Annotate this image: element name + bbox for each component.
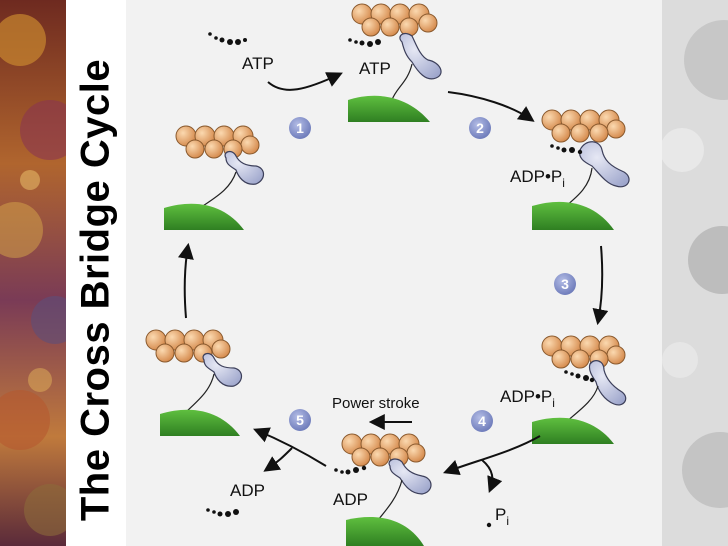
gear-pattern-right	[662, 0, 728, 546]
arrow-pi-release	[481, 459, 503, 493]
svg-text:5: 5	[296, 412, 304, 428]
slide-title: The Cross Bridge Cycle	[73, 58, 118, 522]
atp-molecule-free	[208, 32, 247, 45]
actin-filament	[175, 125, 260, 159]
atp-molecule-bound	[348, 38, 381, 47]
title-strip	[66, 0, 126, 546]
adp-pi-molecule	[550, 144, 583, 155]
myosin-head	[224, 150, 265, 185]
unit-adp-bound	[334, 433, 432, 546]
actin-filament	[351, 3, 438, 37]
label-power-stroke: Power stroke	[332, 395, 420, 412]
arrow-return	[178, 242, 194, 319]
label-adp-pi-cocked: ADP•Pi	[510, 167, 565, 190]
svg-text:3: 3	[561, 276, 569, 292]
arrow-step-5	[253, 427, 327, 467]
label-adp-bound: ADP	[333, 490, 368, 509]
label-adp-pi-attached: ADP•Pi	[500, 387, 555, 410]
left-decorative-background	[0, 0, 74, 546]
unit-adp-pi-attached	[532, 335, 627, 444]
thick-filament	[164, 203, 244, 230]
myosin-neck	[565, 385, 599, 423]
actin-filament	[145, 329, 231, 363]
myosin-neck	[183, 373, 215, 415]
unit-atp-bound	[348, 3, 442, 122]
thick-filament	[532, 417, 614, 444]
unit-rigor-left-bottom	[145, 329, 243, 436]
arrow-step-2	[447, 91, 535, 122]
svg-text:1: 1	[296, 120, 304, 136]
thick-filament	[346, 517, 424, 546]
adp-pi-molecule	[564, 370, 595, 383]
unit-adp-pi-cocked	[532, 109, 630, 230]
svg-text:2: 2	[476, 120, 484, 136]
myosin-head	[588, 360, 627, 406]
phosphate-molecule-free	[486, 522, 492, 528]
label-atp-free: ATP	[242, 54, 274, 73]
myosin-head	[202, 352, 243, 387]
step-badge-2: 2	[469, 117, 491, 139]
right-decorative-background	[662, 0, 728, 546]
myosin-head	[399, 32, 442, 80]
myosin-head	[388, 458, 432, 495]
myosin-neck	[377, 479, 403, 521]
gear-pattern-left	[0, 0, 74, 546]
label-adp-free: ADP	[230, 481, 265, 500]
actin-filament	[541, 109, 626, 143]
arrow-step-4	[443, 435, 541, 475]
myosin-neck	[565, 167, 593, 207]
arrow-atp-binding	[267, 72, 343, 91]
label-pi-released: Pi	[495, 505, 509, 528]
arrow-step-3	[592, 245, 609, 326]
unit-rigor-left-top	[164, 125, 265, 230]
actin-filament	[541, 335, 626, 369]
svg-text:4: 4	[478, 413, 486, 429]
step-badge-1: 1	[289, 117, 311, 139]
thick-filament	[160, 409, 240, 436]
myosin-neck	[391, 63, 413, 101]
adp-molecule-bound	[334, 465, 367, 475]
actin-filament	[341, 433, 426, 467]
step-badge-4: 4	[471, 410, 493, 432]
myosin-head	[579, 141, 630, 188]
label-atp-bound: ATP	[359, 59, 391, 78]
myosin-neck	[199, 171, 237, 209]
step-badge-3: 3	[554, 273, 576, 295]
thick-filament	[532, 201, 614, 230]
diagram-panel: 1 2 3 4 5 ATP ATP ADP•Pi ADP•Pi Pi Power…	[126, 0, 662, 546]
adp-molecule-free	[206, 508, 239, 517]
cross-bridge-cycle-diagram: 1 2 3 4 5 ATP ATP ADP•Pi ADP•Pi Pi Power…	[145, 3, 630, 546]
step-badge-5: 5	[289, 409, 311, 431]
arrow-adp-release	[263, 447, 293, 472]
thick-filament	[348, 95, 430, 122]
